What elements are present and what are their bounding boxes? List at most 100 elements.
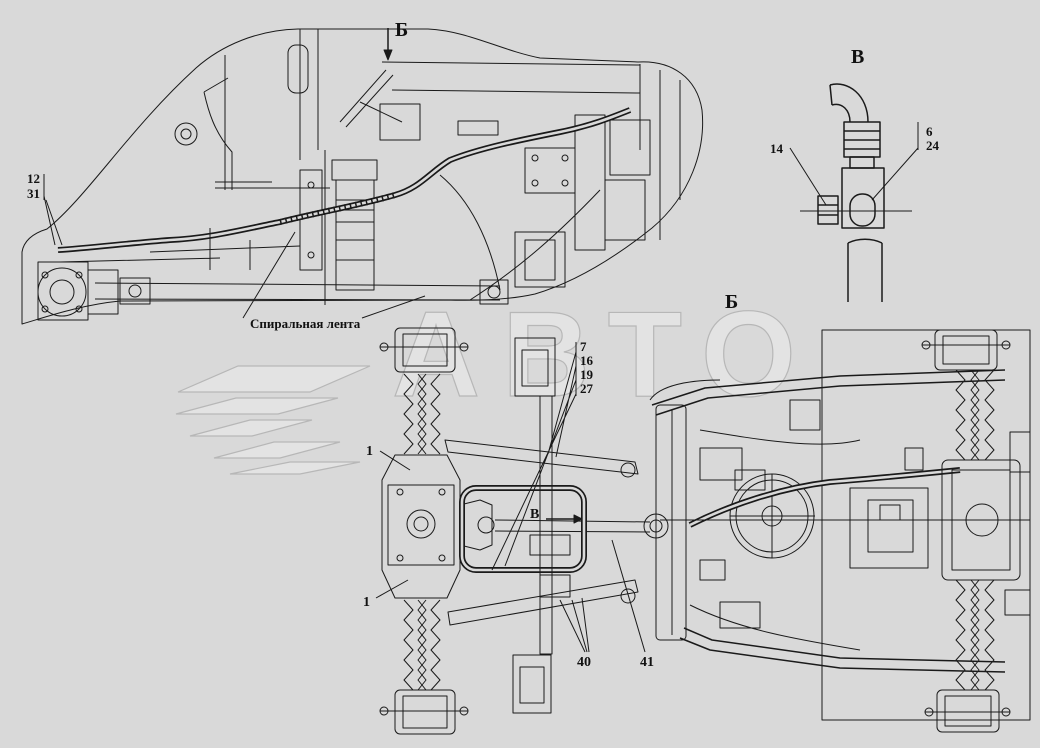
- flange-bolt: [921, 340, 931, 350]
- relay-box: [699, 447, 743, 481]
- wheel-hub-side: [514, 231, 566, 288]
- arm-pivot: [620, 588, 636, 604]
- shaft-tube: [94, 282, 501, 301]
- harness-loop-inner: [460, 486, 586, 572]
- relay-box: [719, 601, 761, 629]
- hose: [847, 238, 883, 302]
- wheel-arch-curve: [439, 174, 601, 301]
- pipe-end: [829, 84, 833, 106]
- equipment-box-lower-inner: [519, 666, 545, 704]
- watermark-text: АВТО: [392, 286, 818, 422]
- tread-chain: [403, 373, 414, 455]
- harness-side: [57, 107, 632, 270]
- tread-chain: [970, 579, 980, 691]
- flange-bolt: [459, 706, 469, 716]
- lever-rod: [339, 69, 403, 128]
- rear-tread-lower: [955, 579, 995, 691]
- watermark-logo: АВТО: [175, 285, 818, 475]
- leader-7-16-19-27: [491, 342, 577, 571]
- junction-block: [539, 574, 571, 598]
- tread-chain: [984, 369, 995, 461]
- bracket-bolt: [307, 181, 315, 189]
- callout-19: 19: [580, 367, 594, 382]
- step-bracket: [203, 77, 233, 190]
- hub-bolt: [41, 271, 49, 279]
- housing-bolt: [438, 488, 446, 496]
- callout-1-upper: 1: [366, 444, 373, 459]
- battery-box: [849, 487, 929, 569]
- front-tread-lower: [403, 599, 441, 691]
- housing-bolt: [396, 488, 404, 496]
- differential-inner: [413, 516, 429, 532]
- sensor-block: [789, 399, 821, 431]
- top-frame-rail: [651, 369, 1006, 416]
- tread-chain: [430, 373, 441, 455]
- battery-box-inner: [867, 499, 914, 553]
- column-body: [335, 179, 375, 291]
- rear-hub-top-inner: [942, 335, 990, 365]
- tread-chain: [430, 599, 441, 691]
- tread-chain: [984, 579, 995, 691]
- frame-uprights: [659, 70, 681, 240]
- valve-bolt: [531, 154, 539, 162]
- axle-housing: [381, 454, 461, 599]
- wheel-hub-left: [37, 261, 119, 321]
- side-bracket: [1009, 431, 1031, 473]
- rear-hub-bottom: [936, 689, 1000, 733]
- secondary-wire: [59, 228, 301, 270]
- pipe-elbow-inner: [831, 103, 851, 123]
- leader-6-24: [871, 122, 919, 201]
- flange-bolt: [1001, 340, 1011, 350]
- view-b-label-main: Б: [725, 291, 738, 313]
- watermark-stripe: [177, 365, 371, 393]
- flange-bolt: [1001, 707, 1011, 717]
- callout-1-lower: 1: [363, 595, 370, 610]
- rear-hub-bottom-inner: [944, 695, 992, 727]
- sensor-block: [904, 447, 924, 471]
- flange-bolt: [379, 706, 389, 716]
- labels: Б В 12 31 14 6 24 Спиральная лента Б 7 1…: [27, 19, 940, 670]
- front-hub-top: [394, 327, 456, 373]
- flange-bolt: [924, 707, 934, 717]
- flange-bolt: [459, 342, 469, 352]
- harness-inner: [57, 108, 631, 252]
- callout-6: 6: [926, 124, 933, 139]
- leader-40: [559, 597, 590, 653]
- steering-cross: [730, 474, 815, 558]
- u-joint-rear: [479, 279, 509, 305]
- leader-1-upper: [379, 450, 411, 471]
- hub-inner: [49, 279, 75, 305]
- spiral-tape-label: Спиральная лента: [250, 316, 361, 331]
- bottom-frame-rail: [679, 627, 1006, 673]
- rear-hub-top: [934, 329, 998, 371]
- tread-chain: [417, 373, 427, 455]
- relay-box: [734, 469, 766, 491]
- pivot-inner: [180, 128, 192, 140]
- tank-body: [609, 119, 651, 176]
- rear-crossmember: [655, 404, 687, 641]
- banjo-eye: [849, 193, 876, 227]
- fender-curve: [649, 379, 721, 401]
- hub-bolt: [75, 305, 83, 313]
- leader-spiral-tape: [242, 231, 426, 319]
- callout-27: 27: [580, 381, 594, 396]
- rear-harness-inner: [689, 468, 961, 527]
- valve-bolt: [561, 154, 569, 162]
- spiral-tape-wrap: [279, 192, 396, 225]
- front-hub-bottom: [394, 689, 456, 735]
- hub-bolt: [75, 271, 83, 279]
- filter-body: [604, 179, 646, 241]
- cab-floor-line: [381, 61, 641, 150]
- hub-extension: [87, 269, 119, 315]
- housing-bolt: [396, 554, 404, 562]
- equipment-box-lower: [512, 654, 552, 714]
- callout-16: 16: [580, 353, 594, 368]
- rear-diff-center: [965, 503, 999, 537]
- watermark-stripes: [175, 365, 371, 475]
- pivot-outer: [174, 122, 198, 146]
- front-hub-bottom-inner: [402, 695, 448, 729]
- callout-12: 12: [27, 171, 40, 186]
- rear-diff-housing-inner: [951, 469, 1011, 571]
